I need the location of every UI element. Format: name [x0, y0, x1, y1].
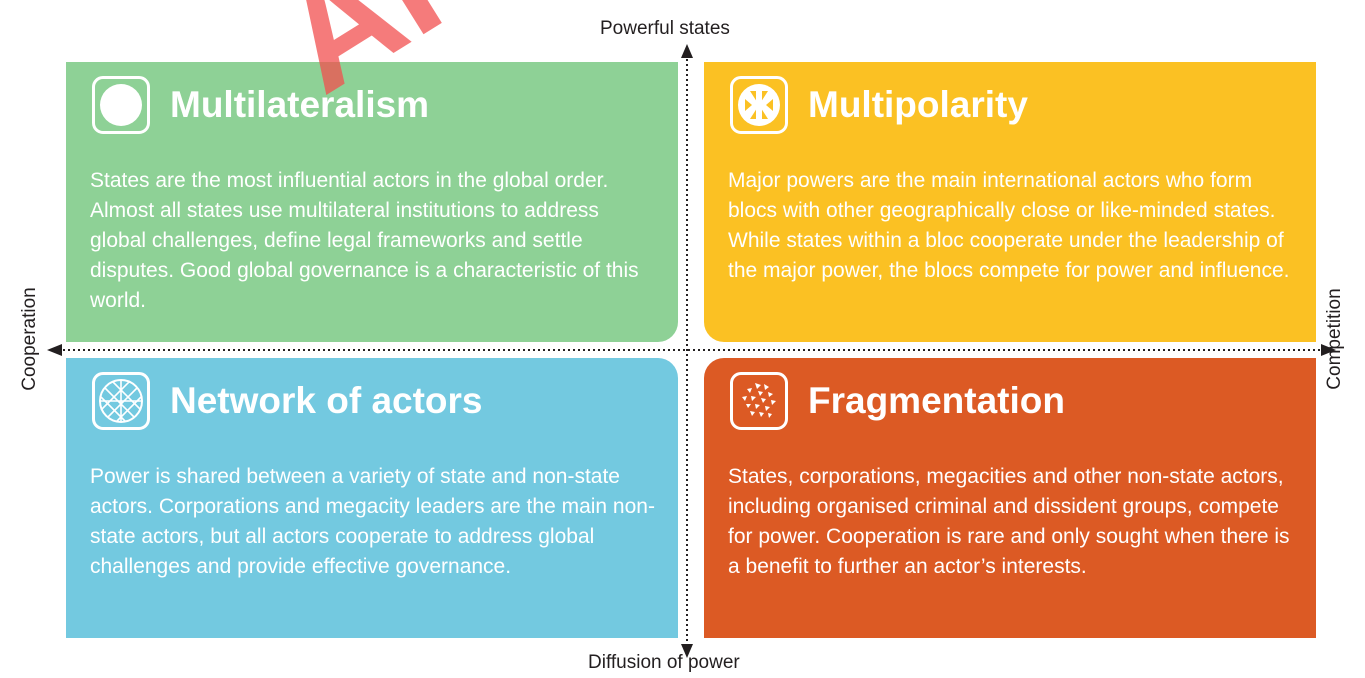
quadrant-title: Multilateralism: [170, 84, 430, 125]
quadrant-description: States, corporations, megacities and oth…: [728, 465, 1290, 578]
quadrant-multilateralism: Multilateralism States are the most infl…: [66, 62, 678, 342]
quadrant-header: Fragmentation: [730, 372, 1065, 430]
circle-icon: [92, 76, 150, 134]
arrow-right-icon: [1321, 344, 1336, 356]
axis-label-right: Competition: [1324, 288, 1345, 390]
mesh-sphere-icon: [92, 372, 150, 430]
quadrant-title: Multipolarity: [808, 84, 1028, 125]
arrow-up-icon: [681, 44, 693, 58]
poles-icon: [730, 76, 788, 134]
quadrant-fragmentation: Fragmentation States, corporations, mega…: [704, 358, 1316, 638]
quadrant-description: Major powers are the main international …: [728, 169, 1290, 282]
quadrant-description: Power is shared between a variety of sta…: [90, 465, 655, 578]
axis-label-bottom: Diffusion of power: [588, 652, 740, 673]
quadrant-multipolarity: Multipolarity Major powers are the main …: [704, 62, 1316, 342]
quadrant-header: Network of actors: [92, 372, 483, 430]
axis-label-top: Powerful states: [600, 18, 730, 39]
quadrant-network-of-actors: Network of actors Power is shared betwee…: [66, 358, 678, 638]
axis-label-left: Cooperation: [19, 287, 40, 391]
fragments-icon: [730, 372, 788, 430]
quadrant-description: States are the most influential actors i…: [90, 169, 639, 312]
quadrant-title: Network of actors: [170, 380, 483, 421]
arrow-down-icon: [681, 644, 693, 658]
quadrant-header: Multipolarity: [730, 76, 1028, 134]
arrow-left-icon: [47, 344, 62, 356]
quadrant-header: Multilateralism: [92, 76, 429, 134]
quadrant-title: Fragmentation: [808, 380, 1065, 421]
